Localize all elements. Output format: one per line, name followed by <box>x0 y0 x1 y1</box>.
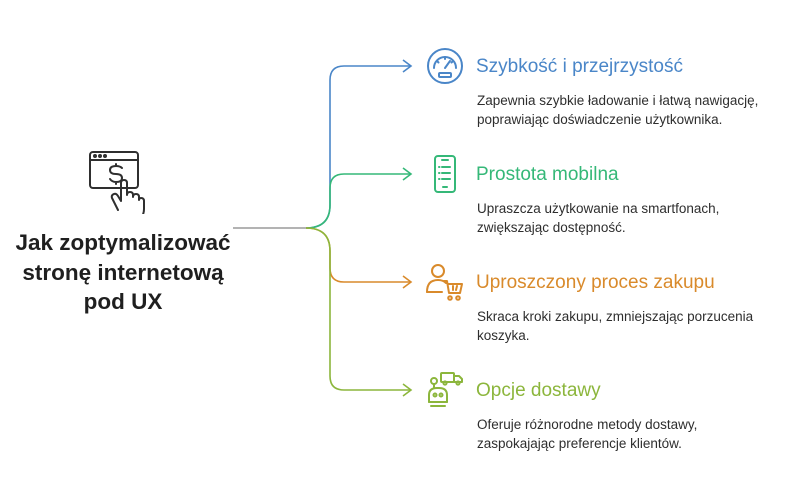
branch-title-delivery: Opcje dostawy <box>476 380 601 401</box>
payment-screen-hand-icon <box>89 151 145 214</box>
branch-title-checkout: Uproszczony proces zakupu <box>476 272 715 293</box>
branch-connector-2 <box>305 227 410 283</box>
branch-description-mobile: Upraszcza użytkowanie na smartfonach, zw… <box>477 201 720 235</box>
branch-description-delivery: Oferuje różnorodne metody dostawy, zaspo… <box>477 417 698 451</box>
branch-connector-1 <box>305 173 410 229</box>
mobile-phone-icon <box>434 155 456 193</box>
delivery-robot-icon <box>428 372 463 407</box>
branch-arrowhead-3 <box>402 383 413 397</box>
branch-connector-0 <box>305 65 410 229</box>
user-cart-icon <box>426 264 463 301</box>
main-title: Jak zoptymalizować stronę internetową po… <box>15 230 231 314</box>
branch-arrowhead-2 <box>402 275 413 289</box>
speedometer-icon <box>427 48 463 84</box>
branch-description-checkout: Skraca kroki zakupu, zmniejszając porzuc… <box>477 309 754 343</box>
branch-title-speed: Szybkość i przejrzystość <box>476 56 683 77</box>
branch-arrowhead-0 <box>402 59 413 73</box>
branch-connector-3 <box>305 227 410 391</box>
branch-description-speed: Zapewnia szybkie ładowanie i łatwą nawig… <box>477 93 759 127</box>
branch-title-mobile: Prostota mobilna <box>476 164 619 185</box>
branch-arrowhead-1 <box>402 167 413 181</box>
